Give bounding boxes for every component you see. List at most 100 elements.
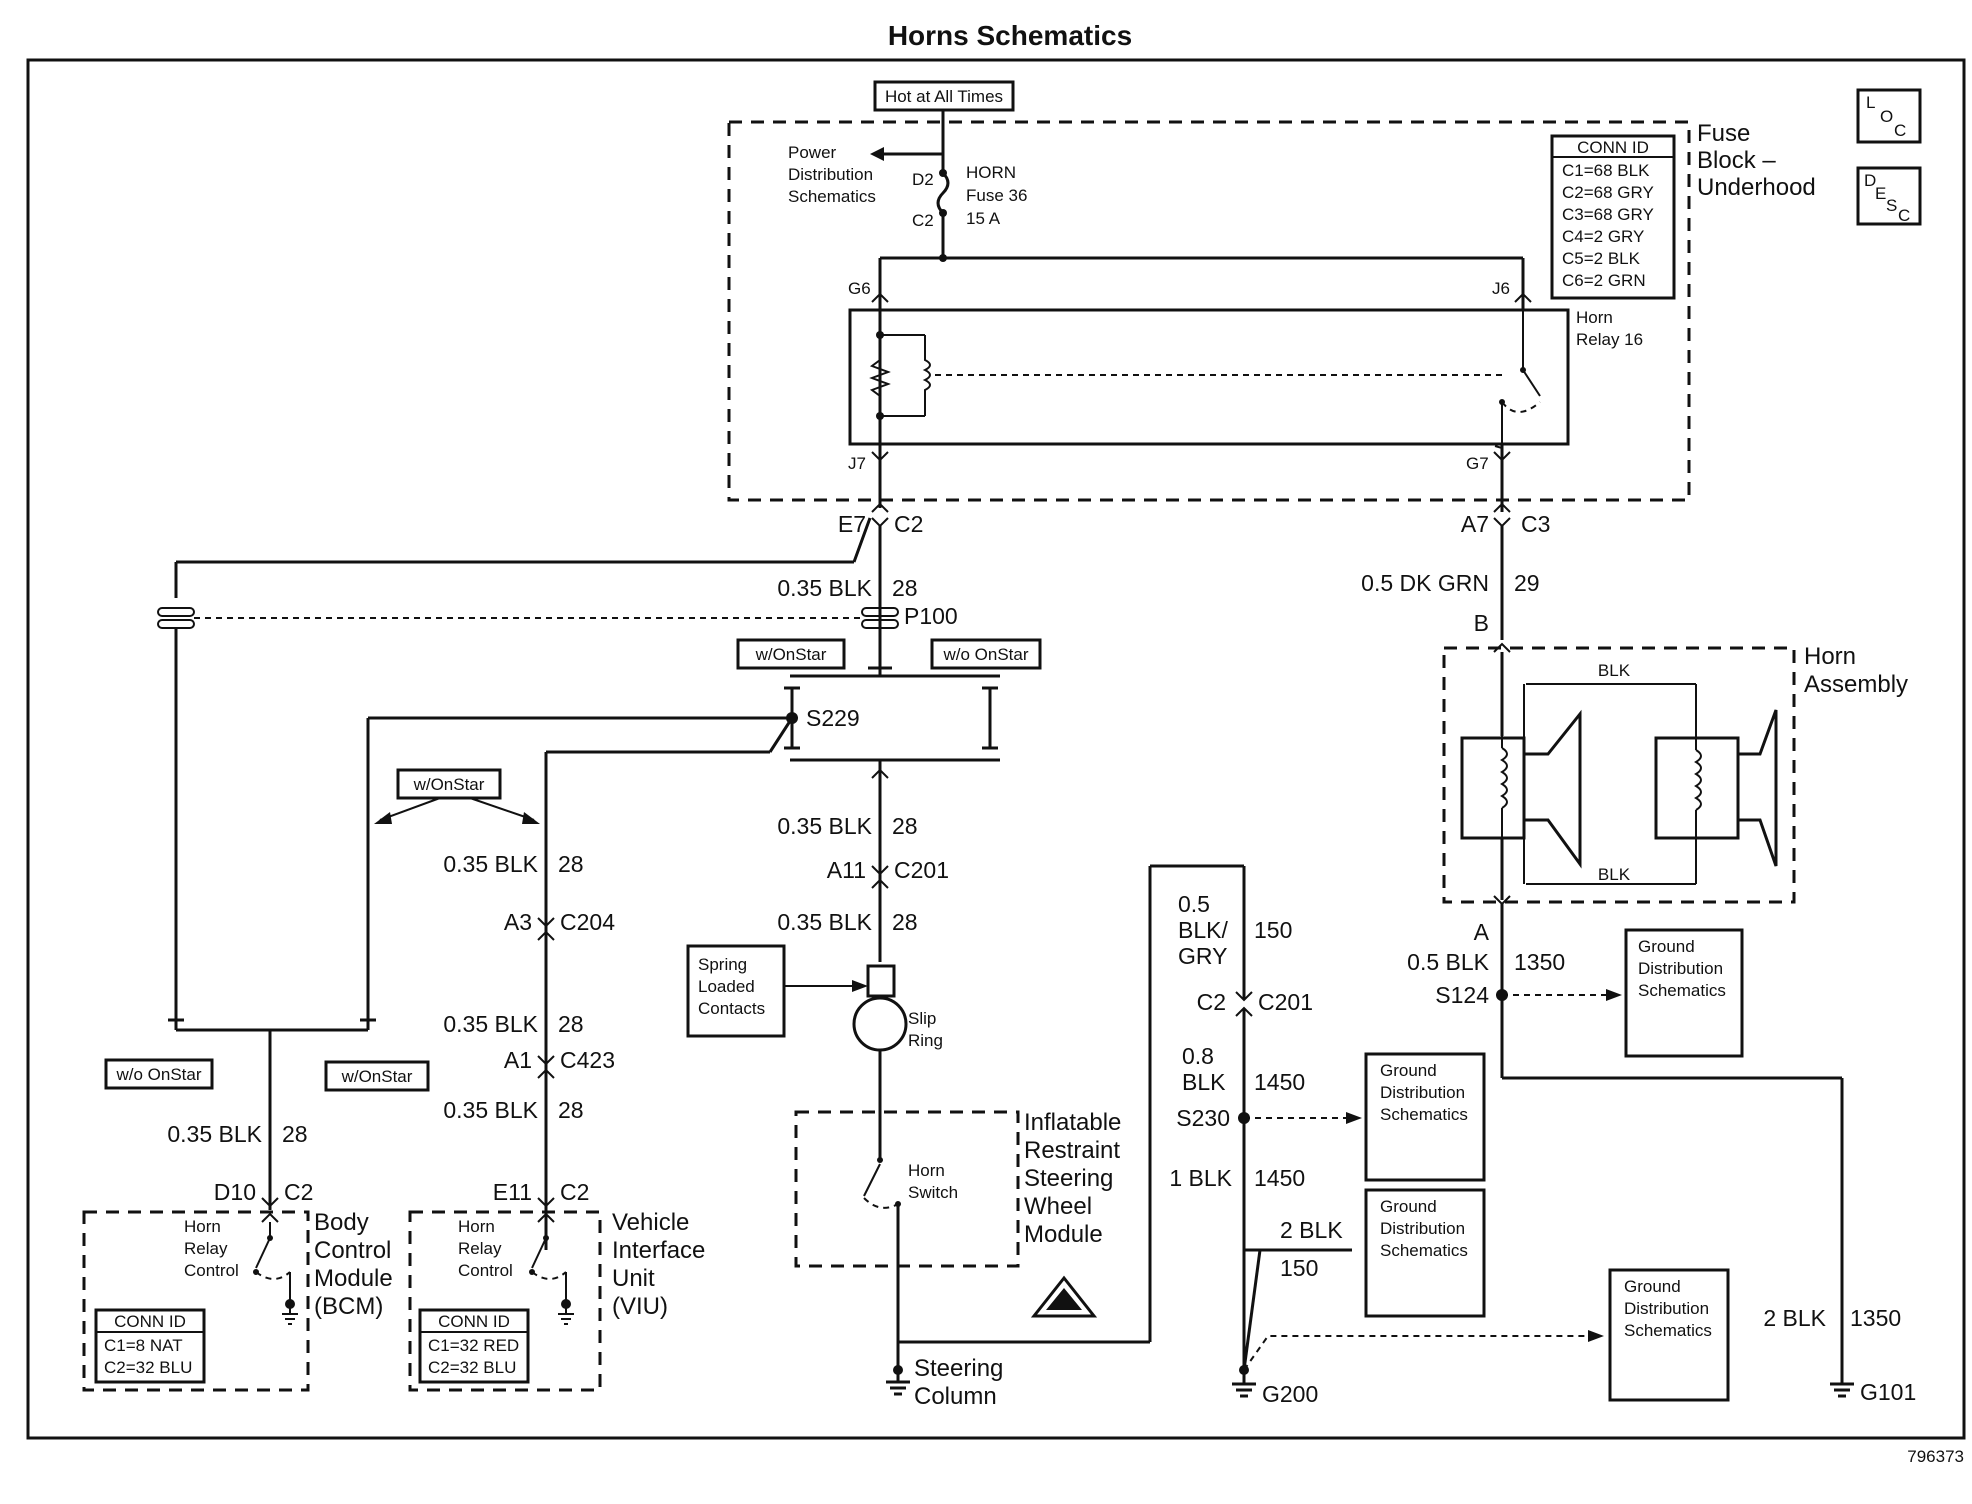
- svg-text:Schematics: Schematics: [788, 187, 876, 206]
- svg-text:Schematics: Schematics: [1380, 1241, 1468, 1260]
- bcm-boundary: [82, 1210, 310, 1392]
- svg-text:Block –: Block –: [1697, 147, 1776, 174]
- svg-text:Horn: Horn: [458, 1217, 495, 1236]
- svg-text:15 A: 15 A: [966, 209, 1001, 228]
- svg-text:Steering: Steering: [914, 1355, 1003, 1382]
- svg-text:A11: A11: [827, 857, 866, 883]
- location-icon[interactable]: L O C: [1856, 88, 1922, 144]
- svg-text:Vehicle: Vehicle: [612, 1209, 689, 1236]
- svg-text:150: 150: [1280, 1255, 1318, 1281]
- bcm-conn-id-table: CONN ID C1=8 NAT C2=32 BLU: [94, 1308, 206, 1384]
- svg-text:w/o OnStar: w/o OnStar: [942, 645, 1028, 664]
- svg-text:S229: S229: [806, 705, 860, 731]
- svg-text:Distribution: Distribution: [1380, 1219, 1465, 1238]
- svg-text:Control: Control: [314, 1237, 391, 1264]
- svg-text:Ground: Ground: [1380, 1061, 1437, 1080]
- svg-text:O: O: [1880, 107, 1893, 126]
- svg-text:(BCM): (BCM): [314, 1293, 383, 1320]
- viu-conn-id-table: CONN ID C1=32 RED C2=32 BLU: [418, 1308, 530, 1384]
- svg-text:Underhood: Underhood: [1697, 174, 1816, 201]
- ground-distribution-box-1[interactable]: [1624, 928, 1744, 1058]
- svg-text:Fuse: Fuse: [1697, 120, 1750, 147]
- svg-text:Relay: Relay: [184, 1239, 228, 1258]
- svg-text:Column: Column: [914, 1383, 997, 1410]
- svg-text:0.35 BLK: 0.35 BLK: [443, 851, 538, 877]
- svg-text:0.35 BLK: 0.35 BLK: [777, 575, 872, 601]
- svg-text:Hot at All Times: Hot at All Times: [885, 87, 1003, 106]
- slip-ring-icon: [866, 964, 896, 998]
- svg-text:GRY: GRY: [1178, 943, 1227, 969]
- svg-text:HORN: HORN: [966, 163, 1016, 182]
- svg-text:Distribution: Distribution: [788, 165, 873, 184]
- option-wo-onstar-label-1: [930, 638, 1042, 670]
- svg-text:Loaded: Loaded: [698, 977, 755, 996]
- svg-text:CONN ID: CONN ID: [114, 1312, 186, 1331]
- svg-text:(VIU): (VIU): [612, 1293, 668, 1320]
- svg-text:28: 28: [558, 1011, 584, 1037]
- bcm-ground-icon: [282, 1313, 298, 1325]
- svg-text:Distribution: Distribution: [1380, 1083, 1465, 1102]
- svg-text:Horn: Horn: [184, 1217, 221, 1236]
- svg-text:Contacts: Contacts: [698, 999, 765, 1018]
- svg-text:w/OnStar: w/OnStar: [341, 1067, 413, 1086]
- warning-triangle-icon: [1030, 1275, 1098, 1318]
- svg-text:C: C: [1898, 206, 1910, 225]
- horn-speaker-icon-1: [1460, 684, 1582, 884]
- svg-text:0.35 BLK: 0.35 BLK: [443, 1097, 538, 1123]
- svg-text:D10: D10: [214, 1179, 256, 1205]
- svg-text:0.35 BLK: 0.35 BLK: [777, 909, 872, 935]
- description-icon[interactable]: D E S C: [1856, 166, 1922, 226]
- ground-distribution-box-4[interactable]: [1608, 1268, 1730, 1402]
- svg-text:Ground: Ground: [1380, 1197, 1437, 1216]
- ground-distribution-box-3[interactable]: [1364, 1188, 1486, 1318]
- svg-text:Horn: Horn: [1576, 308, 1613, 327]
- svg-text:Slip: Slip: [908, 1009, 936, 1028]
- svg-text:Restraint: Restraint: [1024, 1137, 1120, 1164]
- relay-contact-switch-icon: [1522, 369, 1541, 397]
- svg-text:B: B: [1474, 610, 1489, 636]
- svg-text:A1: A1: [504, 1047, 532, 1073]
- page-title: Horns Schematics: [888, 20, 1132, 51]
- relay-coil-icon: [922, 335, 931, 416]
- svg-text:Fuse 36: Fuse 36: [966, 186, 1027, 205]
- svg-text:Spring: Spring: [698, 955, 747, 974]
- svg-text:28: 28: [558, 851, 584, 877]
- svg-text:28: 28: [282, 1121, 308, 1147]
- svg-text:C6=2 GRN: C6=2 GRN: [1562, 271, 1646, 290]
- svg-text:BLK: BLK: [1598, 661, 1631, 680]
- svg-text:C: C: [1894, 121, 1906, 140]
- svg-text:w/o OnStar: w/o OnStar: [115, 1065, 201, 1084]
- resistor-icon: [869, 359, 891, 397]
- svg-text:E11: E11: [493, 1179, 532, 1205]
- svg-text:Steering: Steering: [1024, 1165, 1113, 1192]
- svg-text:C1=68 BLK: C1=68 BLK: [1562, 161, 1650, 180]
- svg-text:S230: S230: [1176, 1105, 1230, 1131]
- ground-g200-icon: [1232, 1382, 1256, 1398]
- figure-number: 796373: [1907, 1447, 1964, 1466]
- inflatable-restraint-module-boundary: [794, 1110, 1020, 1268]
- svg-text:28: 28: [892, 813, 918, 839]
- svg-text:E7: E7: [838, 511, 866, 537]
- svg-text:C2: C2: [284, 1179, 313, 1205]
- svg-text:1350: 1350: [1514, 949, 1565, 975]
- horn-switch-icon[interactable]: [863, 1163, 881, 1197]
- bcm-relay-switch-icon: [255, 1237, 271, 1269]
- svg-text:Distribution: Distribution: [1624, 1299, 1709, 1318]
- svg-text:Power: Power: [788, 143, 837, 162]
- fuse-icon: [936, 171, 950, 215]
- ground-distribution-box-2[interactable]: [1364, 1052, 1486, 1182]
- svg-text:Wheel: Wheel: [1024, 1193, 1092, 1220]
- svg-text:0.5 BLK: 0.5 BLK: [1407, 949, 1489, 975]
- svg-text:0.35 BLK: 0.35 BLK: [777, 813, 872, 839]
- fuse-block-conn-id-table: CONN ID C1=68 BLK C2=68 GRY C3=68 GRY C4…: [1550, 134, 1676, 300]
- svg-text:Distribution: Distribution: [1638, 959, 1723, 978]
- p100-connector-left-icon: [157, 607, 195, 629]
- svg-text:28: 28: [558, 1097, 584, 1123]
- svg-text:Module: Module: [1024, 1221, 1103, 1248]
- svg-text:C2: C2: [894, 511, 923, 537]
- option-w-onstar-label-2: [396, 768, 502, 800]
- svg-text:L: L: [1866, 93, 1875, 112]
- svg-text:C2=32 BLU: C2=32 BLU: [104, 1358, 192, 1377]
